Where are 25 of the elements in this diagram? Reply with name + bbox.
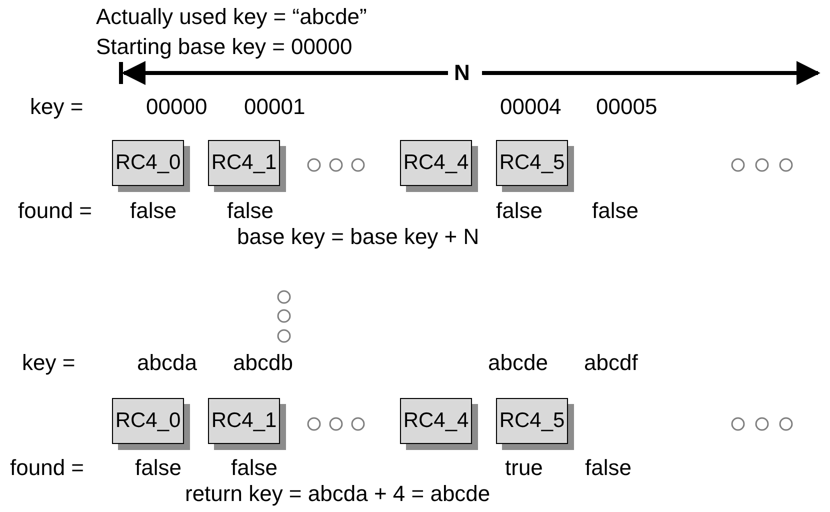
note-text: base key = base key + N <box>237 224 480 250</box>
found-value: false <box>130 198 176 224</box>
heading-text: Actually used key = “abcde” <box>96 4 367 30</box>
key-value: 00001 <box>244 94 306 120</box>
key-value: 00000 <box>146 94 208 120</box>
found-value: false <box>227 198 274 224</box>
heading-text: Starting base key = 00000 <box>96 34 352 60</box>
found-value: false <box>135 455 182 481</box>
key-value: 00005 <box>596 94 658 120</box>
key-value: abcda <box>137 350 197 376</box>
row-label: key = <box>22 350 76 376</box>
found-value: false <box>585 455 632 481</box>
found-value: false <box>592 198 638 224</box>
key-value: 00004 <box>500 94 562 120</box>
key-value: abcdf <box>584 350 638 376</box>
row-label: found = <box>18 198 92 224</box>
found-value: false <box>231 455 278 481</box>
row-label: key = <box>30 94 84 120</box>
key-value: abcdb <box>233 350 293 376</box>
dimension-label: N <box>454 60 470 86</box>
note-text: return key = abcda + 4 = abcde <box>185 481 490 507</box>
found-value: false <box>496 198 542 224</box>
row-label: found = <box>10 455 84 481</box>
key-value: abcde <box>488 350 548 376</box>
found-value: true <box>505 455 543 481</box>
